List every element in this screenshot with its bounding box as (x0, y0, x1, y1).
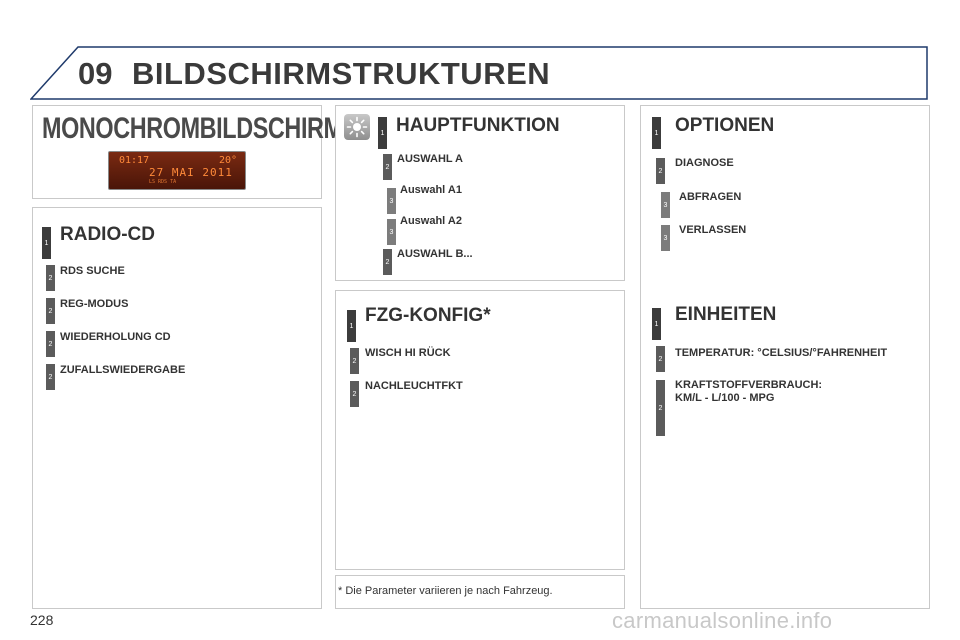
level-marker: 2 (383, 249, 392, 275)
menu-item-wisch-hi-rueck: WISCH HI RÜCK (365, 347, 451, 359)
einheiten-title: EINHEITEN (675, 304, 777, 325)
display-indicators: LS RDS TA (149, 179, 177, 185)
monochrome-display-screen: 01:17 20° 27 MAI 2011 LS RDS TA (108, 151, 246, 190)
level-marker: 1 (347, 310, 356, 342)
display-temp: 20° (219, 155, 238, 166)
menu-item-auswahl-b: AUSWAHL B... (397, 248, 473, 260)
page-title: BILDSCHIRMSTRUKTUREN (132, 56, 551, 91)
level-marker: 2 (656, 158, 665, 184)
radio-cd-panel (32, 207, 322, 609)
level-marker: 3 (661, 192, 670, 218)
footnote-box (335, 575, 625, 609)
menu-item-auswahl-a1: Auswahl A1 (400, 184, 462, 196)
menu-item-rds-suche: RDS SUCHE (60, 265, 125, 277)
level-marker: 2 (350, 381, 359, 407)
menu-item-verlassen: VERLASSEN (679, 224, 747, 236)
display-time: 01:17 (119, 155, 150, 166)
level-marker: 2 (46, 265, 55, 291)
menu-item-wiederholung-cd: WIEDERHOLUNG CD (60, 331, 171, 343)
menu-item-kraftstoff-units: KM/L - L/100 - MPG (675, 392, 775, 404)
level-marker: 2 (383, 154, 392, 180)
level-marker: 2 (46, 331, 55, 357)
watermark: carmanualsonline.info (612, 608, 833, 633)
level-marker: 2 (656, 346, 665, 372)
mono-title: MONOCHROMBILDSCHIRM A (42, 112, 365, 145)
level-marker: 2 (350, 348, 359, 374)
sun-brightness-icon (344, 114, 370, 140)
optionen-panel (640, 105, 930, 609)
level-marker: 3 (387, 219, 396, 245)
level-marker: 2 (46, 298, 55, 324)
menu-item-auswahl-a2: Auswahl A2 (400, 215, 462, 227)
optionen-title: OPTIONEN (675, 115, 775, 136)
fzg-konfig-title: FZG-KONFIG* (365, 305, 491, 326)
level-marker: 1 (652, 117, 661, 149)
menu-item-reg-modus: REG-MODUS (60, 298, 129, 310)
level-marker: 3 (661, 225, 670, 251)
menu-item-zufallswiedergabe: ZUFALLSWIEDERGABE (60, 364, 186, 376)
radio-cd-title: RADIO-CD (60, 224, 155, 245)
hauptfunktion-title: HAUPTFUNKTION (396, 115, 560, 136)
level-marker: 3 (387, 188, 396, 214)
menu-item-auswahl-a: AUSWAHL A (397, 153, 463, 165)
menu-item-diagnose: DIAGNOSE (675, 157, 734, 169)
level-marker: 2 (46, 364, 55, 390)
display-date: 27 MAI 2011 (149, 166, 233, 179)
level-marker: 1 (652, 308, 661, 340)
footnote: * Die Parameter variieren je nach Fahrze… (338, 585, 553, 597)
level-marker: 2 (656, 380, 665, 436)
menu-item-nachleuchtfkt: NACHLEUCHTFKT (365, 380, 463, 392)
menu-item-kraftstoffverbrauch: KRAFTSTOFFVERBRAUCH: (675, 379, 823, 391)
fzg-konfig-panel (335, 290, 625, 570)
level-marker: 1 (378, 117, 387, 149)
chapter-banner (30, 46, 928, 100)
page-number: 228 (30, 612, 54, 628)
menu-item-abfragen: ABFRAGEN (679, 191, 742, 203)
level-marker: 1 (42, 227, 51, 259)
menu-item-temperatur: TEMPERATUR: °CELSIUS/°FAHRENHEIT (675, 347, 888, 359)
chapter-number: 09 (78, 56, 113, 91)
